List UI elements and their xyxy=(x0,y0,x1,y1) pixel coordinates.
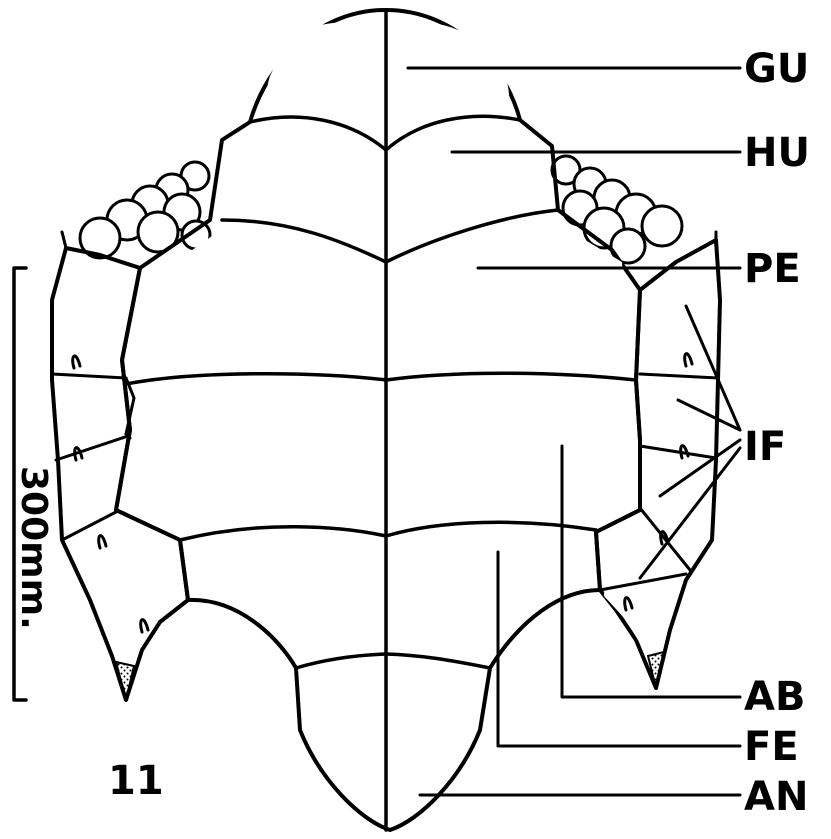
label-gu: GU xyxy=(744,46,809,92)
label-hu: HU xyxy=(744,130,810,176)
label-if: IF xyxy=(744,424,786,470)
left-marginal-scutes xyxy=(80,162,210,258)
scale-bar-label: 300mm. xyxy=(13,466,54,630)
figure-number: 11 xyxy=(108,758,164,804)
label-pe: PE xyxy=(744,246,801,292)
label-fe: FE xyxy=(744,724,799,770)
label-ab: AB xyxy=(744,674,805,720)
label-an: AN xyxy=(744,774,808,820)
lobe-tips xyxy=(116,652,664,700)
